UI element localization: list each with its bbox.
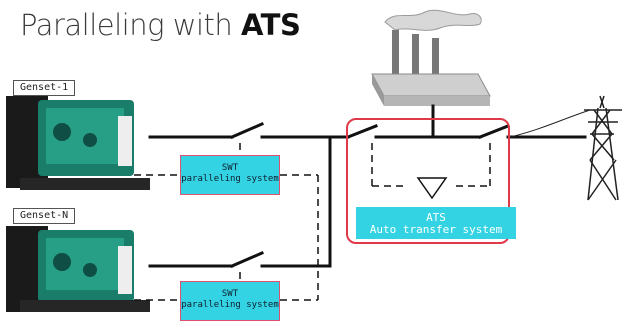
ats-box: ATS Auto transfer system	[356, 207, 516, 239]
genset-label: Genset-1	[13, 80, 76, 96]
swt-paralleling-box: SWT paralleling system	[180, 281, 280, 321]
page-title: Paralleling with ATS	[20, 8, 301, 42]
ats-line1: ATS	[426, 211, 446, 224]
swt-line2: paralleling system	[181, 300, 279, 310]
generator-icon	[6, 226, 150, 312]
genset-label: Genset-N	[13, 208, 76, 224]
generator-icon	[6, 96, 150, 190]
transmission-tower-icon	[584, 95, 622, 201]
title-text: Paralleling with	[20, 8, 241, 42]
ats-frame	[346, 118, 510, 244]
title-emphasis: ATS	[240, 8, 301, 42]
ats-line2: Auto transfer system	[369, 223, 503, 236]
swt-line1: SWT	[221, 163, 239, 173]
power-plant-icon	[371, 9, 491, 106]
swt-line1: SWT	[221, 289, 239, 299]
ats-controller-symbol	[416, 177, 448, 200]
swt-paralleling-box: SWT paralleling system	[180, 155, 280, 195]
swt-line2: paralleling system	[181, 174, 279, 184]
